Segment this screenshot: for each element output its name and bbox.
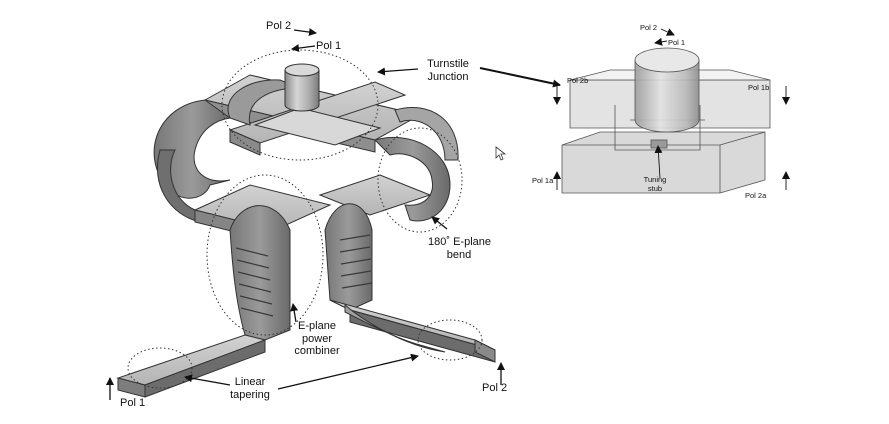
turnstile-line-2: Junction bbox=[427, 70, 469, 83]
mouse-pointer-icon bbox=[495, 146, 507, 161]
rt-pol1b-label: Pol 1b bbox=[748, 83, 770, 92]
top-pol2-label: Pol 2 bbox=[266, 20, 292, 32]
rt-pol2-label: Pol 2 bbox=[640, 23, 658, 32]
rt-pol1-label: Pol 1 bbox=[668, 38, 686, 47]
top-pol1-label: Pol 1 bbox=[316, 40, 342, 52]
bottom-pol2-label: Pol 2 bbox=[482, 382, 508, 394]
power-combiner-line-1: E-plane bbox=[298, 320, 336, 332]
turnstile-line-1: Turnstile bbox=[427, 58, 469, 70]
rt-pol2b-label: Pol 2b bbox=[567, 76, 589, 85]
right-arrows bbox=[553, 28, 790, 190]
tuning-stub-label: Tuning stub bbox=[640, 175, 670, 193]
left-arrows bbox=[106, 28, 561, 400]
power-combiner-label: E-plane power combiner bbox=[290, 320, 344, 358]
linear-tapering-line-1: Linear bbox=[234, 376, 266, 388]
junction-structure bbox=[561, 47, 771, 194]
power-combiner-line-3: combiner bbox=[294, 345, 340, 358]
tuning-stub-line-2: stub bbox=[647, 183, 663, 193]
turnstile-junction-label: Turnstile Junction bbox=[418, 58, 478, 83]
rt-pol1a-label: Pol 1a bbox=[532, 176, 554, 185]
highlight-circles bbox=[127, 49, 483, 389]
bottom-pol1-label: Pol 1 bbox=[120, 397, 146, 409]
linear-tapering-label: Linear tapering bbox=[222, 376, 278, 401]
turnstile-structure bbox=[116, 63, 496, 398]
rt-pol2a-label: Pol 2a bbox=[745, 191, 767, 200]
power-combiner-line-2: power bbox=[302, 332, 332, 345]
eplane-bend-label: 180˚ E-plane bend bbox=[428, 236, 491, 261]
tuning-stub-line-1: Tuning bbox=[643, 175, 667, 184]
eplane-bend-line-1: 180˚ E-plane bbox=[428, 236, 491, 248]
eplane-bend-line-2: bend bbox=[446, 248, 472, 261]
linear-tapering-line-2: tapering bbox=[230, 388, 270, 401]
